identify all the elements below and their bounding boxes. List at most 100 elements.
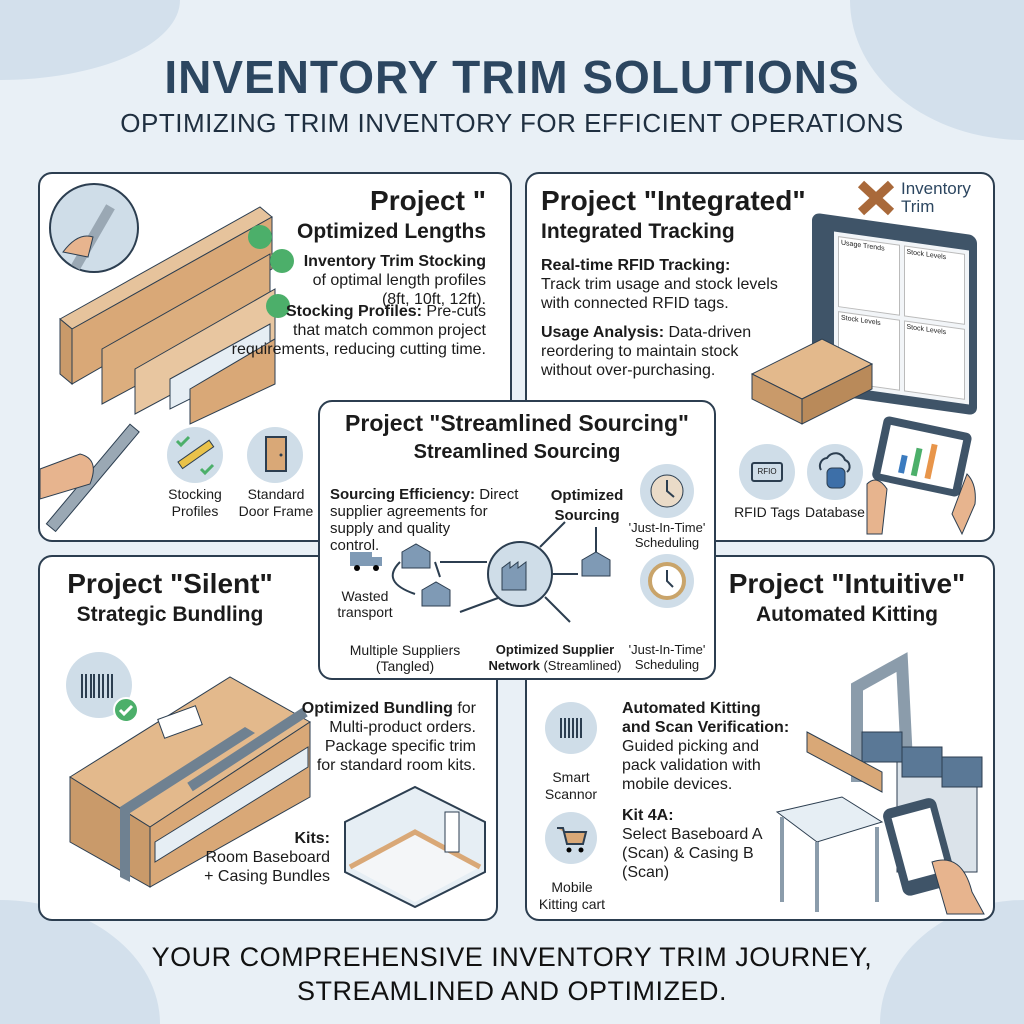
stock-levels-donut: Stock Levels	[903, 320, 965, 400]
wasted-transport-label: Wasted	[341, 588, 389, 604]
panel-subtitle: Automated Kitting	[756, 603, 938, 626]
text: Room Baseboard	[205, 849, 330, 866]
text: control.	[330, 537, 380, 554]
panel-subtitle: Streamlined Sourcing	[413, 441, 621, 463]
panel-title: Project "Integrated"	[541, 185, 806, 216]
icon-caption: Scannor	[544, 786, 598, 802]
sourcing-text: Sourcing Efficiency: Direct supplier agr…	[330, 486, 550, 554]
clock-icon	[640, 554, 694, 608]
wasted-transport-label: transport	[337, 604, 393, 620]
icon-caption: Stocking	[168, 486, 222, 502]
barcode-check-icon	[66, 652, 139, 723]
stocking-profiles-heading: Stocking Profiles:	[285, 303, 422, 320]
tablet-hands-illustration	[866, 416, 976, 536]
text: Package specific trim	[324, 738, 476, 755]
logo-text: Trim	[901, 197, 935, 216]
optimized-sourcing-label: Sourcing	[554, 507, 620, 524]
multiple-suppliers-label: (Tangled)	[375, 658, 435, 674]
ruler-check-icon	[167, 427, 223, 483]
text: (Scan)	[622, 864, 670, 881]
icon-caption: Mobile	[551, 879, 593, 895]
trim-boards-illustration	[59, 206, 294, 425]
kitting-text: Automated Kitting and Scan Verification:…	[622, 699, 812, 882]
caliper-measure-icon	[39, 423, 140, 533]
kits-heading: Kits:	[294, 830, 330, 847]
stocking-heading: Inventory Trim Stocking	[303, 253, 486, 270]
optimized-network-label: Optimized Supplier	[495, 642, 615, 657]
optimized-network-label: (Streamlined)	[539, 658, 622, 673]
lumber-stack-illustration	[750, 338, 874, 425]
text: mobile devices.	[622, 776, 733, 793]
panel-title: Project "	[370, 185, 486, 216]
clock-cycle-icon	[640, 464, 694, 518]
panel-subtitle: Optimized Lengths	[297, 220, 486, 243]
robotic-kitting-illustration	[775, 652, 985, 915]
kitting-heading: Automated Kitting	[622, 700, 761, 717]
sourcing-heading: Sourcing Efficiency:	[330, 486, 476, 503]
text: requirements, reducing cutting time.	[231, 341, 486, 358]
text: for	[452, 700, 476, 717]
icon-caption: Database	[805, 504, 865, 520]
icon-caption: Smart	[552, 769, 590, 785]
text: Guided picking and	[622, 738, 759, 755]
footer-line: YOUR COMPREHENSIVE INVENTORY TRIM JOURNE…	[151, 942, 873, 972]
shopping-cart-icon	[545, 812, 597, 864]
text: + Casing Bundles	[204, 868, 330, 885]
rfid-label: RFIO	[751, 462, 783, 482]
icon-caption: Kitting cart	[538, 896, 606, 912]
optimized-network-label: Network	[488, 658, 540, 673]
door-frame-icon	[247, 427, 303, 483]
text: Data-driven	[664, 324, 752, 341]
icon-caption: Standard	[247, 486, 305, 502]
text: Multi-product orders.	[329, 719, 476, 736]
logo-text: Inventory	[901, 179, 971, 198]
stocking-profiles-text: Stocking Profiles: Pre-cuts that match c…	[146, 302, 486, 359]
text: without over-purchasing.	[541, 362, 716, 379]
text: reordering to maintain stock	[541, 343, 739, 360]
jit-label: Scheduling	[634, 535, 700, 550]
text: supply and quality	[330, 520, 451, 537]
stocking-text: (8ft, 10ft, 12ft).	[381, 291, 486, 308]
jit-label: 'Just-In-Time'	[628, 642, 706, 657]
stock-levels-chart: Stock Levels	[903, 245, 965, 325]
stocking-text: of optimal length profiles	[312, 272, 486, 289]
panel-subtitle: Integrated Tracking	[541, 220, 735, 243]
panel-automated-kitting: Project "Intuitive" Automated Kitting Sm…	[525, 555, 995, 921]
footer-tagline: YOUR COMPREHENSIVE INVENTORY TRIM JOURNE…	[0, 940, 1024, 1008]
multiple-suppliers-label: Multiple Suppliers	[349, 642, 461, 658]
panel-title: Project "Intuitive"	[728, 568, 966, 599]
panel-title: Project "Silent"	[67, 568, 273, 599]
icon-caption: Door Frame	[238, 503, 314, 519]
kitting-heading: and Scan Verification:	[622, 719, 790, 736]
jit-label: Scheduling	[634, 657, 700, 672]
page-subtitle: OPTIMIZING TRIM INVENTORY FOR EFFICIENT …	[120, 108, 904, 138]
usage-trends-chart: Usage Trends	[838, 236, 900, 316]
text: Pre-cuts	[421, 303, 486, 320]
panel-title: Project "Streamlined Sourcing"	[345, 410, 689, 436]
text: pack validation with	[622, 757, 761, 774]
footer-line: STREAMLINED AND OPTIMIZED.	[296, 976, 728, 1006]
text: for standard room kits.	[316, 757, 476, 774]
panel-subtitle: Strategic Bundling	[76, 603, 264, 626]
bundled-trim-illustration	[69, 676, 311, 888]
text: Track trim usage and stock levels	[541, 276, 778, 293]
text: with connected RFID tags.	[541, 295, 729, 312]
truck-icon	[350, 552, 382, 571]
room-illustration	[344, 785, 486, 909]
rfid-tag-icon: RFIO	[739, 444, 795, 500]
icon-caption: Profiles	[171, 503, 219, 519]
text: supplier agreements for	[330, 503, 488, 520]
page-title: INVENTORY TRIM SOLUTIONS	[164, 51, 860, 103]
usage-heading: Usage Analysis:	[541, 324, 665, 341]
text: Select Baseboard A	[622, 826, 763, 843]
text: Direct	[475, 486, 519, 503]
panel-strategic-bundling: Project "Silent" Strategic Bundling Opti…	[38, 555, 498, 921]
bundling-heading: Optimized Bundling	[301, 700, 453, 717]
text: (Scan) & Casing B	[622, 845, 754, 862]
bundling-text: Optimized Bundling for Multi-product ord…	[256, 699, 476, 775]
jit-label: 'Just-In-Time'	[628, 520, 706, 535]
logo-mark-icon	[857, 180, 895, 216]
kits-text: Kits: Room Baseboard + Casing Bundles	[180, 829, 330, 886]
database-cloud-icon	[807, 444, 863, 500]
